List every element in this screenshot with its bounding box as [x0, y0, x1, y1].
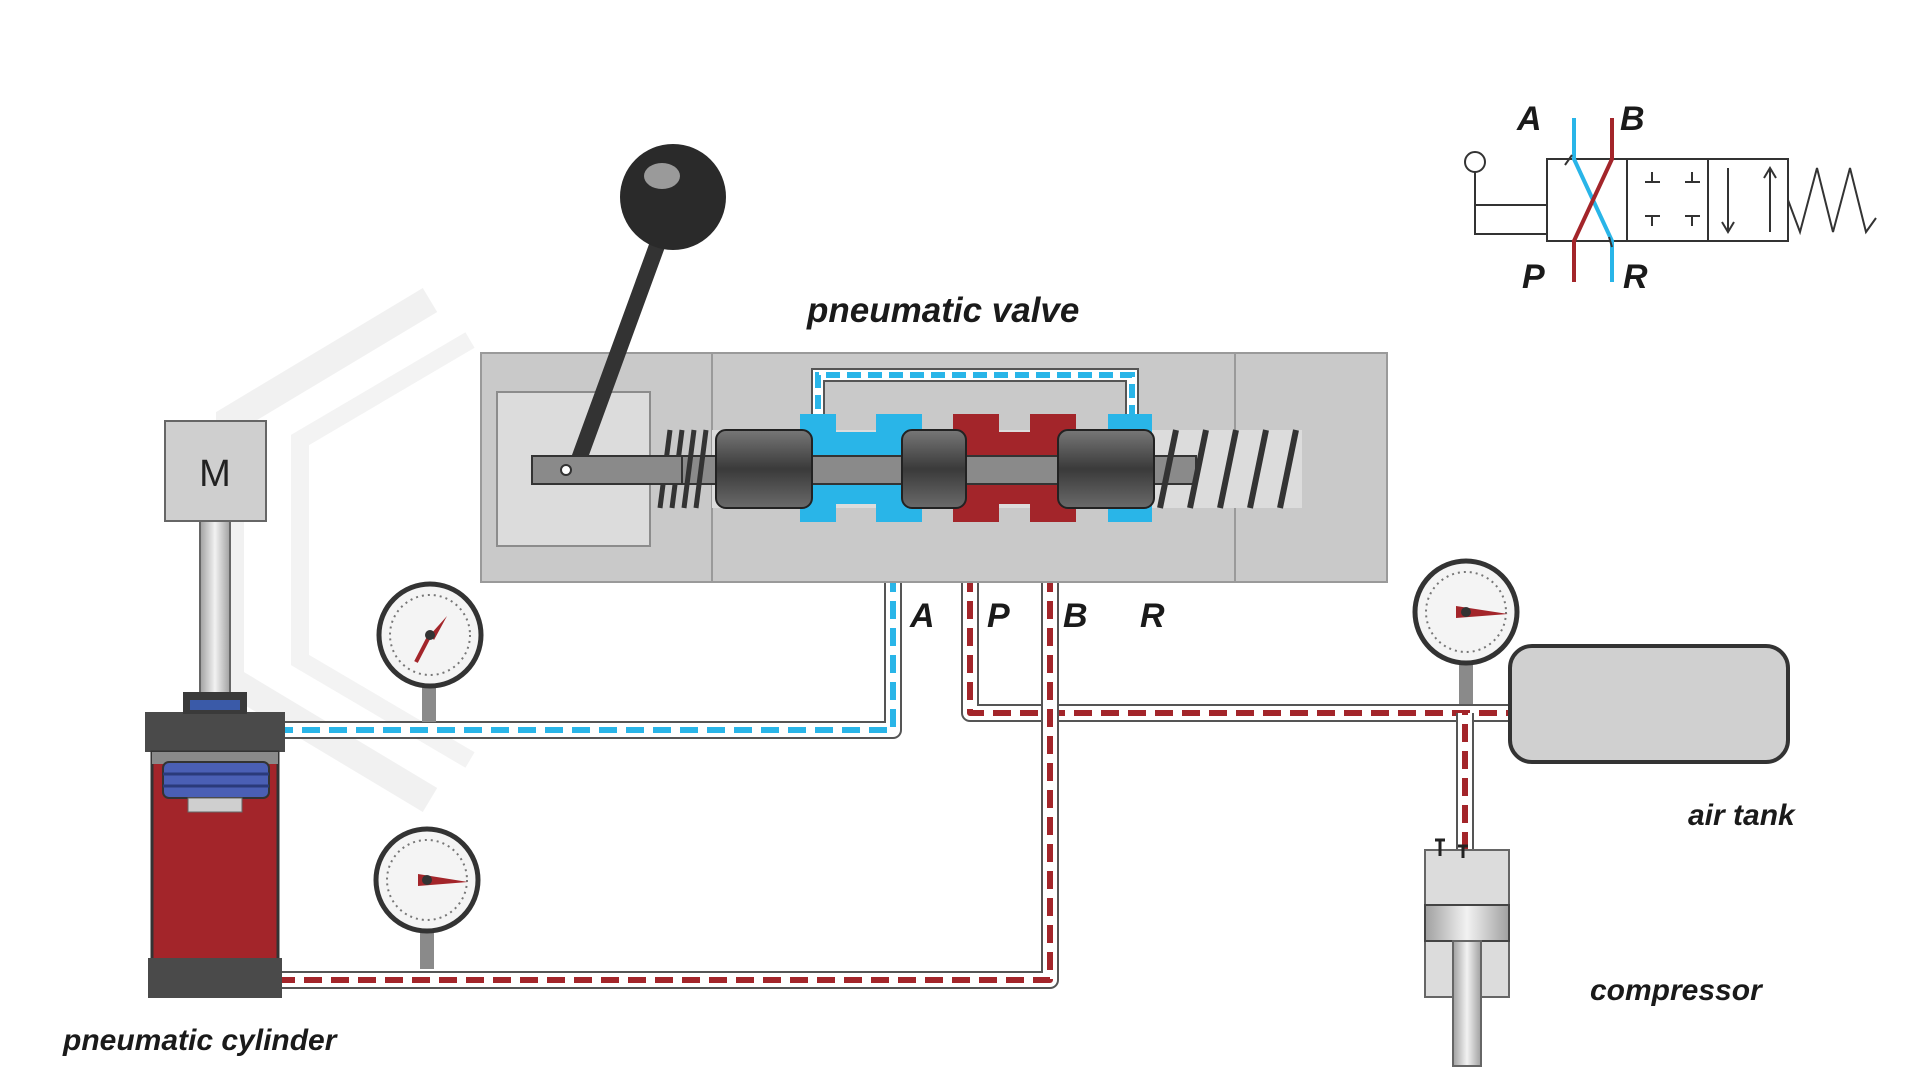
pressure-gauge-top [376, 581, 484, 689]
port-label-p: P [987, 597, 1010, 635]
motor-label: M [199, 453, 231, 495]
valve-label: pneumatic valve [806, 291, 1079, 330]
port-label-r: R [1140, 597, 1165, 635]
valve-port-labels: A P B R [909, 597, 1165, 635]
cylinder-label: pneumatic cylinder [62, 1024, 339, 1057]
compressor [1424, 838, 1510, 1067]
motor: M [164, 420, 267, 522]
pneumatic-valve [480, 144, 1388, 583]
valve-lever[interactable] [531, 144, 726, 485]
air-tank [1508, 644, 1790, 764]
lever-knob[interactable] [620, 144, 726, 250]
valve-spring-right [1157, 429, 1299, 509]
port-label-b: B [1063, 597, 1088, 635]
pressure-gauge-bottom [373, 826, 481, 934]
air-tank-label: air tank [1688, 799, 1796, 832]
pneumatic-cylinder [145, 520, 285, 998]
valve-symbol: A B P R [1464, 100, 1877, 296]
symbol-port-a: A [1516, 100, 1542, 138]
pressure-gauge-tank [1412, 558, 1520, 666]
symbol-port-b: B [1620, 100, 1645, 138]
symbol-port-r: R [1623, 258, 1648, 296]
symbol-port-p: P [1522, 258, 1545, 296]
port-label-a: A [909, 597, 935, 635]
compressor-label: compressor [1590, 974, 1764, 1007]
